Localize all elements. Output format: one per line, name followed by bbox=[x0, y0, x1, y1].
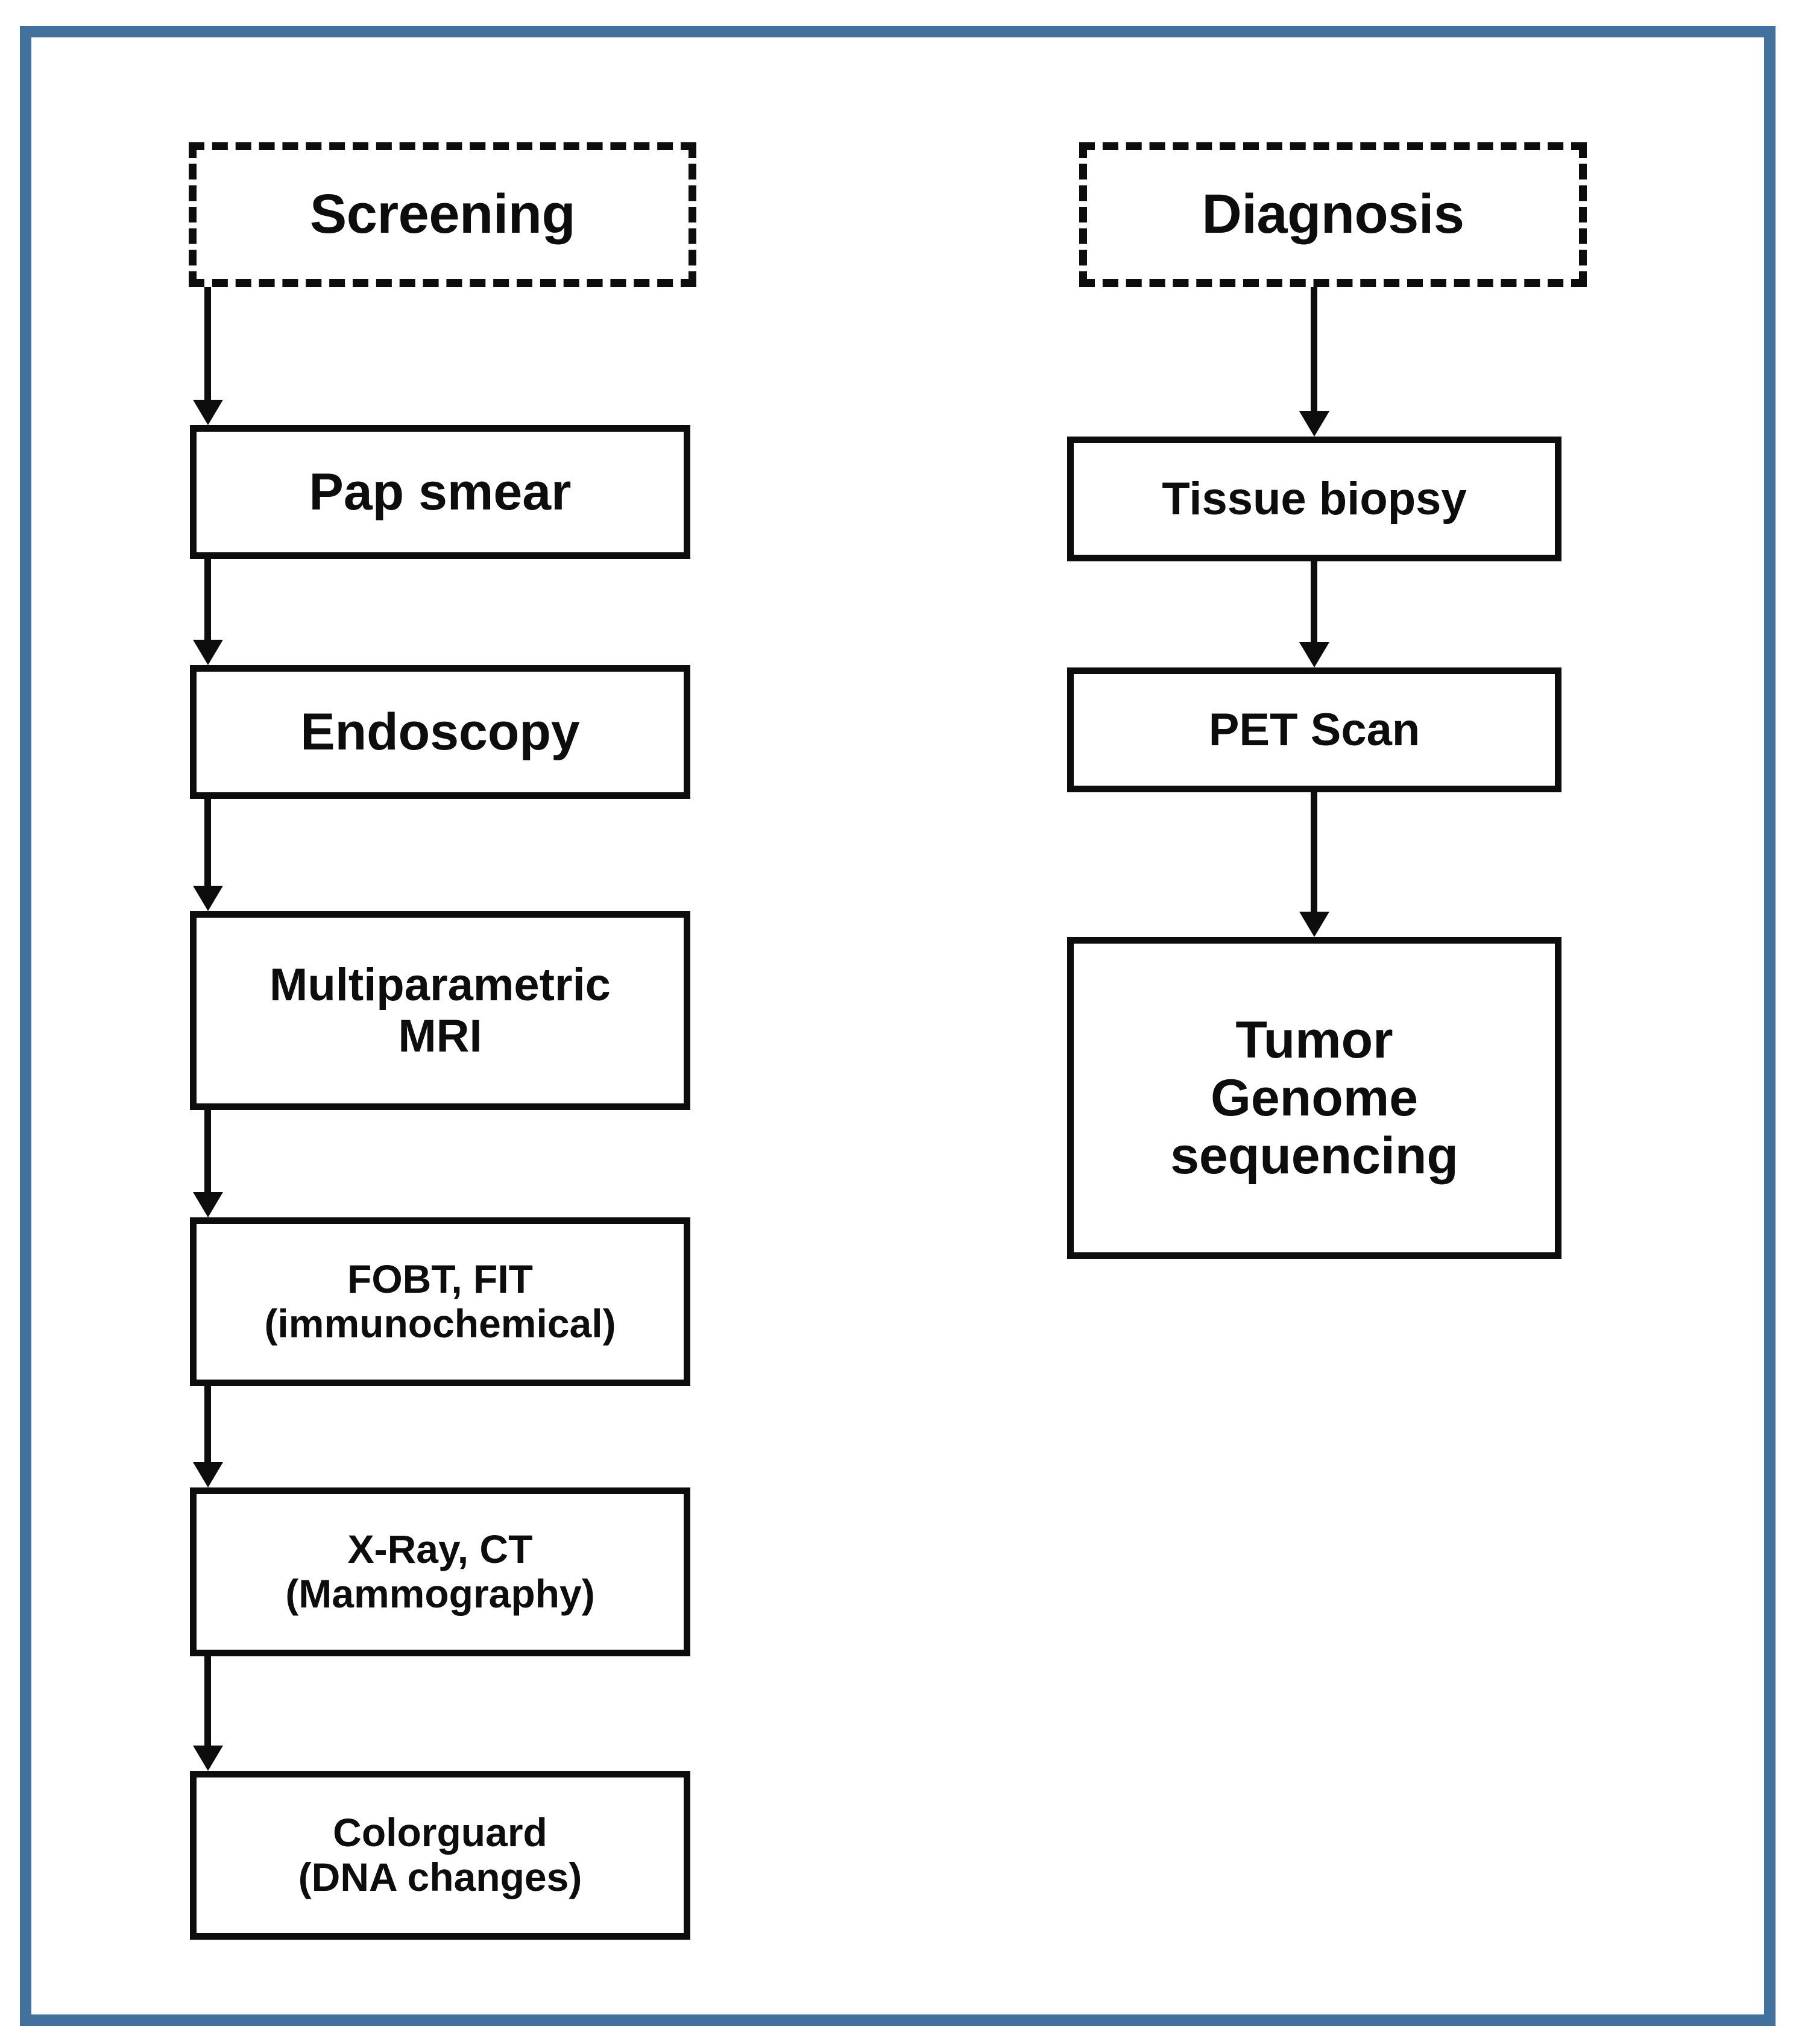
node-fobt-fit-line-2: (immunochemical) bbox=[264, 1301, 616, 1346]
connector-endoscopy-to-multiparametric-mri bbox=[193, 799, 223, 911]
node-tumor-genome-sequencing-line-3: sequencing bbox=[1170, 1127, 1458, 1185]
node-xray-ct: X-Ray, CT (Mammography) bbox=[190, 1487, 690, 1656]
connector-diagnosis-to-tissue-biopsy bbox=[1299, 287, 1329, 437]
node-tissue-biopsy: Tissue biopsy bbox=[1067, 437, 1561, 561]
header-screening: Screening bbox=[189, 142, 696, 287]
node-colorguard-line-2: (DNA changes) bbox=[298, 1855, 582, 1899]
connector-multiparametric-mri-to-fobt-fit bbox=[193, 1110, 223, 1217]
node-pap-smear-line-1: Pap smear bbox=[309, 462, 572, 521]
connector-pap-smear-to-endoscopy bbox=[193, 559, 223, 665]
node-xray-ct-line-1: X-Ray, CT bbox=[347, 1527, 533, 1572]
node-pet-scan-line-1: PET Scan bbox=[1208, 704, 1420, 755]
node-endoscopy-line-1: Endoscopy bbox=[300, 702, 580, 761]
connector-xray-ct-to-colorguard bbox=[193, 1656, 223, 1771]
connector-tissue-biopsy-to-pet-scan bbox=[1299, 561, 1329, 667]
node-tumor-genome-sequencing: Tumor Genome sequencing bbox=[1067, 937, 1561, 1259]
node-pap-smear: Pap smear bbox=[190, 425, 690, 559]
node-multiparametric-mri: Multiparametric MRI bbox=[190, 911, 690, 1110]
node-tumor-genome-sequencing-line-1: Tumor bbox=[1235, 1011, 1393, 1069]
node-multiparametric-mri-line-2: MRI bbox=[398, 1011, 482, 1062]
node-fobt-fit-line-1: FOBT, FIT bbox=[347, 1257, 533, 1302]
node-tissue-biopsy-line-1: Tissue biopsy bbox=[1162, 473, 1467, 525]
node-pet-scan: PET Scan bbox=[1067, 667, 1561, 792]
node-fobt-fit: FOBT, FIT (immunochemical) bbox=[190, 1217, 690, 1386]
node-tumor-genome-sequencing-line-2: Genome bbox=[1210, 1068, 1419, 1127]
node-xray-ct-line-2: (Mammography) bbox=[285, 1571, 595, 1616]
node-colorguard: Colorguard (DNA changes) bbox=[190, 1771, 690, 1940]
header-diagnosis-label: Diagnosis bbox=[1202, 183, 1464, 245]
connector-screening-to-pap-smear bbox=[193, 287, 223, 425]
node-endoscopy: Endoscopy bbox=[190, 665, 690, 799]
header-screening-label: Screening bbox=[309, 183, 576, 245]
node-multiparametric-mri-line-1: Multiparametric bbox=[269, 959, 611, 1011]
node-colorguard-line-1: Colorguard bbox=[333, 1810, 547, 1855]
connector-fobt-fit-to-xray-ct bbox=[193, 1386, 223, 1487]
header-diagnosis: Diagnosis bbox=[1079, 142, 1587, 287]
connector-pet-scan-to-tumor-genome-sequencing bbox=[1299, 792, 1329, 937]
